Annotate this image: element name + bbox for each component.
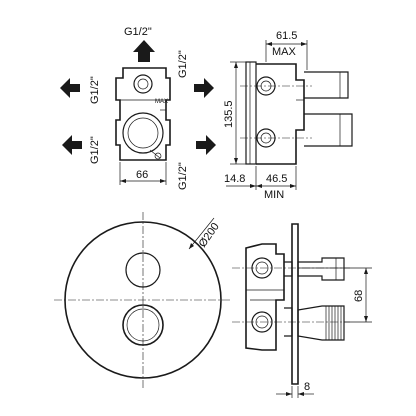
upper-stub [304, 71, 349, 99]
top-outlet-arrow-icon [133, 40, 155, 62]
side-plate [245, 61, 257, 165]
assembled-handle [297, 305, 345, 341]
assembled-cover-plate [291, 223, 299, 385]
depth-min-label: MIN [264, 189, 284, 201]
depth-14-8-label: 14.8 [224, 173, 245, 185]
assembled-diverter-knob [297, 257, 345, 281]
top-right-thread-label: G1/2" [177, 50, 189, 78]
right-upper-outlet-arrow-icon [194, 78, 214, 98]
cartridge-port [122, 112, 164, 154]
side-body [256, 63, 305, 165]
side-view: 61.5 MAX 135.5 14.8 46.5 MIN [223, 30, 353, 201]
depth-61-5-label: 61.5 [276, 30, 297, 42]
right-lower-thread-label: G1/2" [177, 162, 189, 190]
valve-body-outline [115, 67, 171, 161]
height-135-5-label: 135.5 [223, 100, 235, 128]
top-thread-label: G1/2" [124, 26, 152, 38]
depth-max-label: MAX [272, 46, 297, 58]
depth-46-5-label: 46.5 [266, 173, 287, 185]
left-lower-thread-label: G1/2" [89, 136, 101, 164]
left-upper-outlet-arrow-icon [60, 78, 80, 98]
right-lower-outlet-arrow-icon [196, 135, 216, 155]
cover-plate-front: Ø200 [54, 212, 232, 390]
assembled-box [245, 243, 285, 351]
plate-8-label: 8 [304, 381, 310, 393]
diverter-knob [125, 252, 161, 288]
offset-68-label: 68 [353, 290, 365, 302]
top-port [133, 74, 153, 94]
max-mark: MAX [155, 99, 168, 105]
front-view: G1/2" MAX G1/2" G1/2" G1/2" G1/2" 66 [60, 26, 216, 190]
left-lower-outlet-arrow-icon [62, 135, 82, 155]
assembled-side-view: 68 8 [232, 223, 372, 398]
handle-knob [122, 304, 164, 346]
lower-stub [304, 113, 353, 147]
cover-plate-circle [64, 221, 222, 379]
width-66-label: 66 [136, 169, 148, 181]
handle-knurl [325, 306, 342, 340]
left-upper-thread-label: G1/2" [89, 76, 101, 104]
